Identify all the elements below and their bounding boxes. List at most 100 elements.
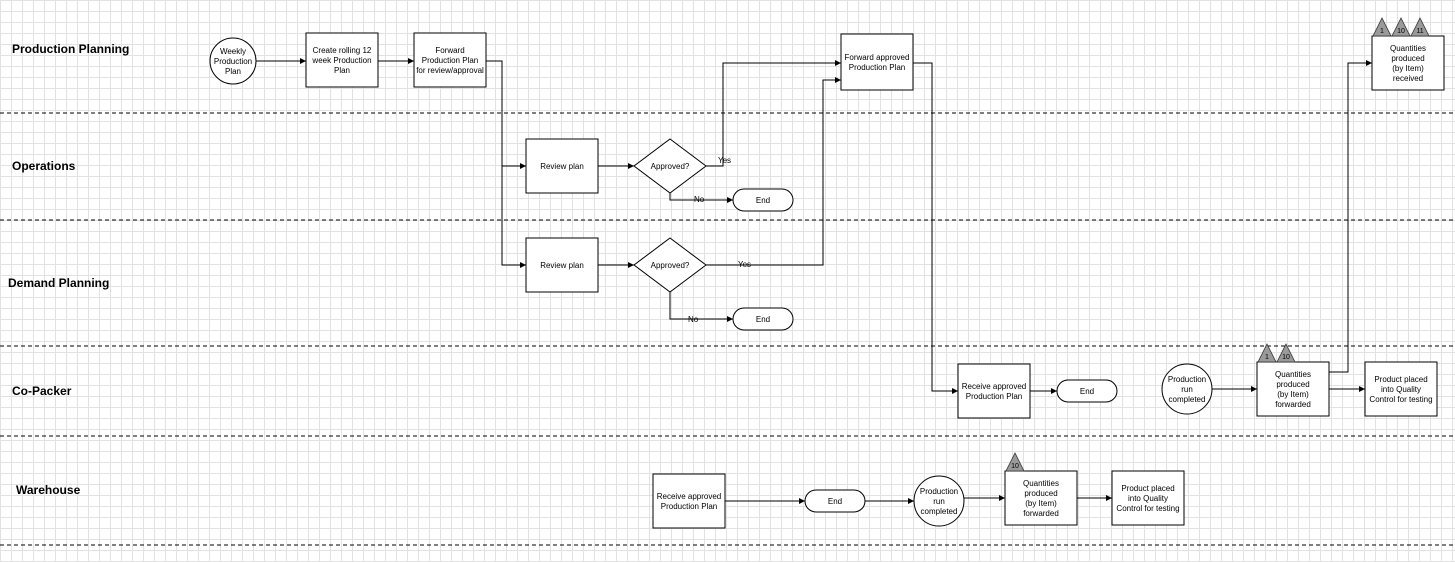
decision-diamond xyxy=(633,138,707,194)
node-text-line: Weekly xyxy=(220,47,246,56)
node-text-line: End xyxy=(756,196,770,205)
decision-diamond xyxy=(633,237,707,293)
reference-badge: 1 xyxy=(1372,17,1392,37)
edge-op-approved-to-pp-forward-approved xyxy=(706,60,841,167)
node-text-line: run xyxy=(1181,385,1193,394)
badge-number: 10 xyxy=(1397,28,1405,35)
node-text-line: Receive approved xyxy=(657,492,721,501)
lane-operations-label: Operations xyxy=(12,159,76,173)
node-op-approved[interactable]: Approved? xyxy=(633,138,707,194)
process-box xyxy=(1371,35,1445,91)
edge-op-approved-to-op-end xyxy=(669,193,733,203)
edge-label-op-yes: Yes xyxy=(718,156,731,165)
node-text-line: forwarded xyxy=(1275,400,1311,409)
triangle-icon xyxy=(1391,17,1411,37)
node-wh-end[interactable]: End xyxy=(804,489,866,513)
edge-dp-approved-to-pp-forward-approved xyxy=(706,77,841,266)
event-circle xyxy=(913,475,965,527)
edge-cp-forwarded-to-pp-received xyxy=(1329,60,1372,373)
badge-number: 11 xyxy=(1416,28,1423,35)
terminal-shape xyxy=(804,489,866,513)
node-text-line: Production Plan xyxy=(849,63,905,72)
triangle-icon xyxy=(1410,17,1430,37)
reference-badge: 1 xyxy=(1257,343,1277,363)
event-circle xyxy=(1161,363,1213,415)
node-text-line: Review plan xyxy=(540,162,584,171)
node-text-line: Product placed xyxy=(1374,375,1427,384)
node-text-line: produced xyxy=(1024,489,1057,498)
node-op-review[interactable]: Review plan xyxy=(525,138,599,194)
lane-demand-planning-label: Demand Planning xyxy=(8,276,109,290)
node-text-line: (by Item) xyxy=(1025,499,1057,508)
node-text-line: Quantities xyxy=(1275,370,1311,379)
reference-badge: 10 xyxy=(1276,343,1296,363)
node-text-line: Forward approved xyxy=(845,53,910,62)
node-op-end[interactable]: End xyxy=(732,188,794,212)
node-text-line: (by Item) xyxy=(1277,390,1309,399)
terminal-shape xyxy=(732,188,794,212)
node-text-line: End xyxy=(828,497,842,506)
node-text-line: Review plan xyxy=(540,261,584,270)
node-text-line: Approved? xyxy=(651,162,690,171)
node-text-line: Control for testing xyxy=(1369,395,1432,404)
triangle-icon xyxy=(1372,17,1392,37)
triangle-icon xyxy=(1257,343,1277,363)
node-text-line: End xyxy=(756,315,770,324)
triangle-icon xyxy=(1276,343,1296,363)
process-box xyxy=(1364,361,1438,417)
node-text-line: Plan xyxy=(225,67,241,76)
process-box xyxy=(525,138,599,194)
node-text-line: Production Plan xyxy=(661,502,717,511)
reference-badge: 10 xyxy=(1391,17,1411,37)
edge-label-dp-yes: Yes xyxy=(738,260,751,269)
process-box xyxy=(1111,470,1185,526)
node-dp-review[interactable]: Review plan xyxy=(525,237,599,293)
triangle-icon xyxy=(1005,452,1025,472)
node-text-line: (by Item) xyxy=(1392,64,1424,73)
process-box xyxy=(957,363,1031,419)
process-box xyxy=(305,32,379,88)
node-text-line: into Quality xyxy=(1381,385,1421,394)
node-text-line: week Production xyxy=(311,56,371,65)
node-text-line: Production xyxy=(1168,375,1206,384)
node-text-line: Product placed xyxy=(1121,484,1174,493)
terminal-shape xyxy=(732,307,794,331)
node-dp-end[interactable]: End xyxy=(732,307,794,331)
node-text-line: Quantities xyxy=(1023,479,1059,488)
lane-production-planning-label: Production Planning xyxy=(12,42,129,56)
node-text-line: Production Plan xyxy=(422,56,478,65)
node-text-line: into Quality xyxy=(1128,494,1168,503)
badge-number: 10 xyxy=(1011,463,1019,470)
node-text-line: for review/approval xyxy=(416,66,484,75)
node-text-line: completed xyxy=(1169,395,1206,404)
badge-number: 1 xyxy=(1380,28,1384,35)
node-text-line: End xyxy=(1080,387,1094,396)
node-text-line: Quantities xyxy=(1390,44,1426,53)
edge-label-op-no: No xyxy=(694,195,705,204)
node-cp-end[interactable]: End xyxy=(1056,379,1118,403)
reference-badge: 10 xyxy=(1005,452,1025,472)
lane-warehouse-label: Warehouse xyxy=(16,483,81,497)
node-text-line: Control for testing xyxy=(1116,504,1179,513)
node-text-line: received xyxy=(1393,74,1423,83)
node-text-line: completed xyxy=(921,507,958,516)
process-box xyxy=(413,32,487,88)
process-box xyxy=(840,33,914,91)
node-dp-approved[interactable]: Approved? xyxy=(633,237,707,293)
node-text-line: Production xyxy=(214,57,252,66)
